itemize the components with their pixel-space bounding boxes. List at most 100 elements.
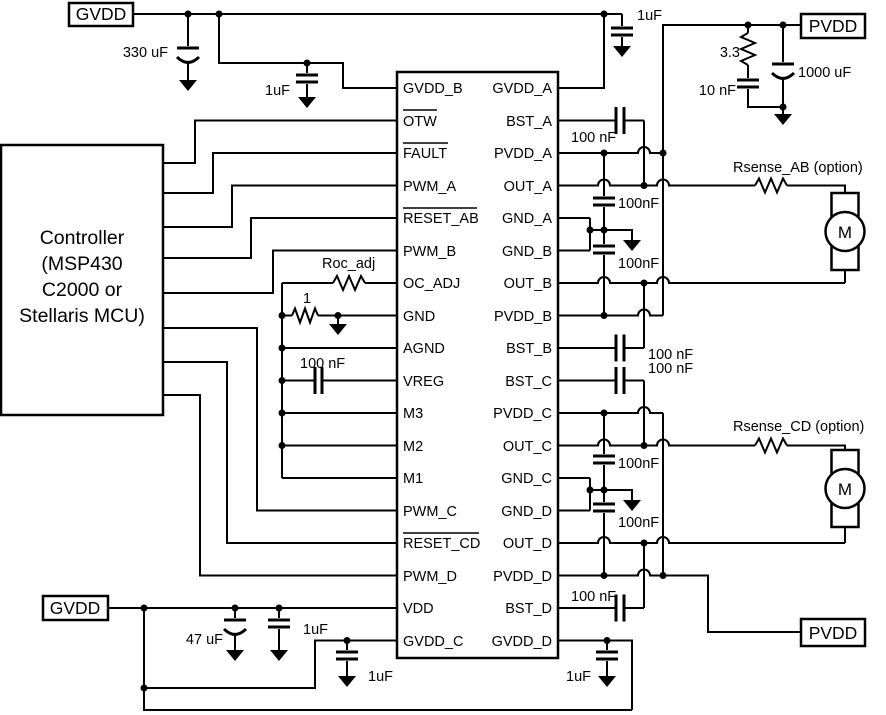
label-1uF-vdd: 1uF bbox=[303, 622, 328, 638]
label-dec-c: 100nF bbox=[618, 456, 659, 472]
capacitor-1uF-gvddd bbox=[596, 650, 618, 661]
capacitor-vreg-100nF bbox=[313, 367, 324, 394]
wire-pwm-d bbox=[163, 394, 397, 577]
wire-gvdd-b-feed bbox=[218, 14, 397, 89]
ground-symbols bbox=[179, 46, 792, 687]
pin-pwm-d: PWM_D bbox=[403, 569, 457, 585]
pin-vdd: VDD bbox=[403, 601, 434, 617]
pin-out-d: OUT_D bbox=[503, 536, 552, 552]
capacitor-bst-b bbox=[614, 334, 626, 362]
wire-pvdd-top-rail bbox=[662, 24, 801, 316]
pin-gnd-d: GND_D bbox=[501, 504, 552, 520]
wire-snubber bbox=[747, 25, 784, 114]
pin-gnd-b: GND_B bbox=[502, 244, 552, 260]
pin-m3: M3 bbox=[403, 406, 423, 422]
capacitor-1000uF bbox=[770, 62, 796, 80]
capacitor-dec-a bbox=[593, 196, 615, 207]
label-10nF: 10 nF bbox=[699, 83, 736, 99]
pvdd-bottom-box bbox=[799, 617, 867, 648]
label-1uF-gvddd: 1uF bbox=[566, 669, 591, 685]
wire-gvdd-d bbox=[558, 639, 633, 710]
pin-gvdd-b: GVDD_B bbox=[403, 81, 463, 97]
ground-icon bbox=[623, 500, 641, 511]
wire-gvdd-bottom-rail bbox=[143, 608, 632, 711]
pin-out-c: OUT_C bbox=[503, 439, 552, 455]
pvdd-top-box bbox=[799, 12, 867, 40]
wire-pwm-c bbox=[163, 327, 397, 512]
label-bst-d: 100 nF bbox=[571, 589, 616, 605]
gvdd-top-box bbox=[67, 1, 135, 28]
wire-gnd-c bbox=[558, 477, 633, 512]
wire-out-c bbox=[558, 438, 755, 447]
ground-icon bbox=[329, 324, 347, 335]
label-1ohm: 1 bbox=[303, 291, 311, 307]
pin-gvdd-d: GVDD_D bbox=[492, 634, 552, 650]
gvdd-bottom-box bbox=[41, 594, 110, 622]
ic-box bbox=[395, 70, 560, 660]
pvdd-bottom-label: PVDD bbox=[809, 623, 858, 643]
pin-bst-b: BST_B bbox=[506, 341, 552, 357]
label-roc-adj: Roc_adj bbox=[322, 256, 375, 272]
pin-out-a: OUT_A bbox=[504, 179, 553, 195]
label-dec-d: 100nF bbox=[618, 515, 659, 531]
label-vreg-cap: 100 nF bbox=[300, 356, 345, 372]
wire-fault bbox=[163, 152, 397, 194]
label-rsense-ab: Rsense_AB (option) bbox=[733, 160, 863, 176]
wire-gnd-a bbox=[558, 217, 633, 252]
power-boxes: GVDD PVDD GVDD PVDD bbox=[41, 1, 867, 648]
pin-otw: OTW bbox=[403, 114, 437, 130]
ground-icon bbox=[298, 97, 316, 108]
wire-out-a2 bbox=[787, 184, 846, 193]
pin-pvdd-a: PVDD_A bbox=[494, 146, 552, 162]
motor-cd: M bbox=[824, 448, 866, 529]
label-dec-b: 100nF bbox=[618, 256, 659, 272]
wire-out-c2 bbox=[787, 444, 846, 450]
ground-icon bbox=[774, 114, 792, 125]
wire-pwm-b bbox=[163, 249, 397, 294]
pin-gvdd-c: GVDD_C bbox=[403, 634, 463, 650]
controller-block: Controller (MSP430 C2000 or Stellaris MC… bbox=[0, 143, 165, 417]
ground-icon bbox=[226, 650, 244, 661]
pin-fault: FAULT bbox=[403, 146, 447, 162]
ground-icon bbox=[270, 650, 288, 661]
capacitor-dec-d bbox=[593, 502, 615, 513]
controller-box bbox=[0, 143, 165, 417]
motor-ab: M bbox=[824, 191, 866, 272]
driver-ic: GVDD_B OTW FAULT PWM_A RESET_AB PWM_B OC… bbox=[395, 70, 560, 660]
pin-gnd-a: GND_A bbox=[502, 211, 552, 227]
wire-reset-cd bbox=[163, 361, 397, 544]
wire-gvdd-a-feed bbox=[558, 14, 605, 89]
pin-bst-c: BST_C bbox=[505, 374, 552, 390]
label-3p3: 3.3 bbox=[720, 45, 740, 61]
pin-m2: M2 bbox=[403, 439, 423, 455]
ground-icon bbox=[598, 676, 616, 687]
capacitor-bst-a bbox=[614, 107, 626, 134]
ground-icon bbox=[623, 240, 641, 251]
capacitor-47uF bbox=[222, 618, 248, 636]
pin-agnd: AGND bbox=[403, 341, 445, 357]
gvdd-top-label: GVDD bbox=[76, 4, 127, 24]
wire-pvdd-c bbox=[558, 406, 663, 414]
label-1uF-gvdda: 1uF bbox=[637, 8, 662, 24]
pin-reset-ab: RESET_AB bbox=[403, 211, 479, 227]
wire-pvdd-d bbox=[558, 568, 801, 633]
capacitors bbox=[175, 26, 796, 661]
pvdd-top-label: PVDD bbox=[809, 16, 858, 36]
motor-cd-circle bbox=[824, 467, 866, 510]
capacitor-330uF bbox=[175, 46, 201, 64]
wire-out-d bbox=[558, 527, 846, 544]
pin-oc-adj: OC_ADJ bbox=[403, 276, 460, 292]
ground-icon bbox=[338, 676, 356, 687]
label-bst-b: 100 nF bbox=[648, 347, 693, 363]
capacitor-bst-d bbox=[614, 594, 626, 622]
capacitor-dec-c bbox=[593, 454, 615, 465]
label-dec-a: 100nF bbox=[618, 196, 659, 212]
ground-icon bbox=[179, 80, 197, 91]
wire-out-b bbox=[558, 270, 846, 284]
motor-ab-label: M bbox=[838, 223, 852, 242]
wire-bst-a bbox=[558, 119, 645, 186]
motor-cd-label: M bbox=[838, 480, 852, 499]
pin-pvdd-b: PVDD_B bbox=[494, 309, 552, 325]
